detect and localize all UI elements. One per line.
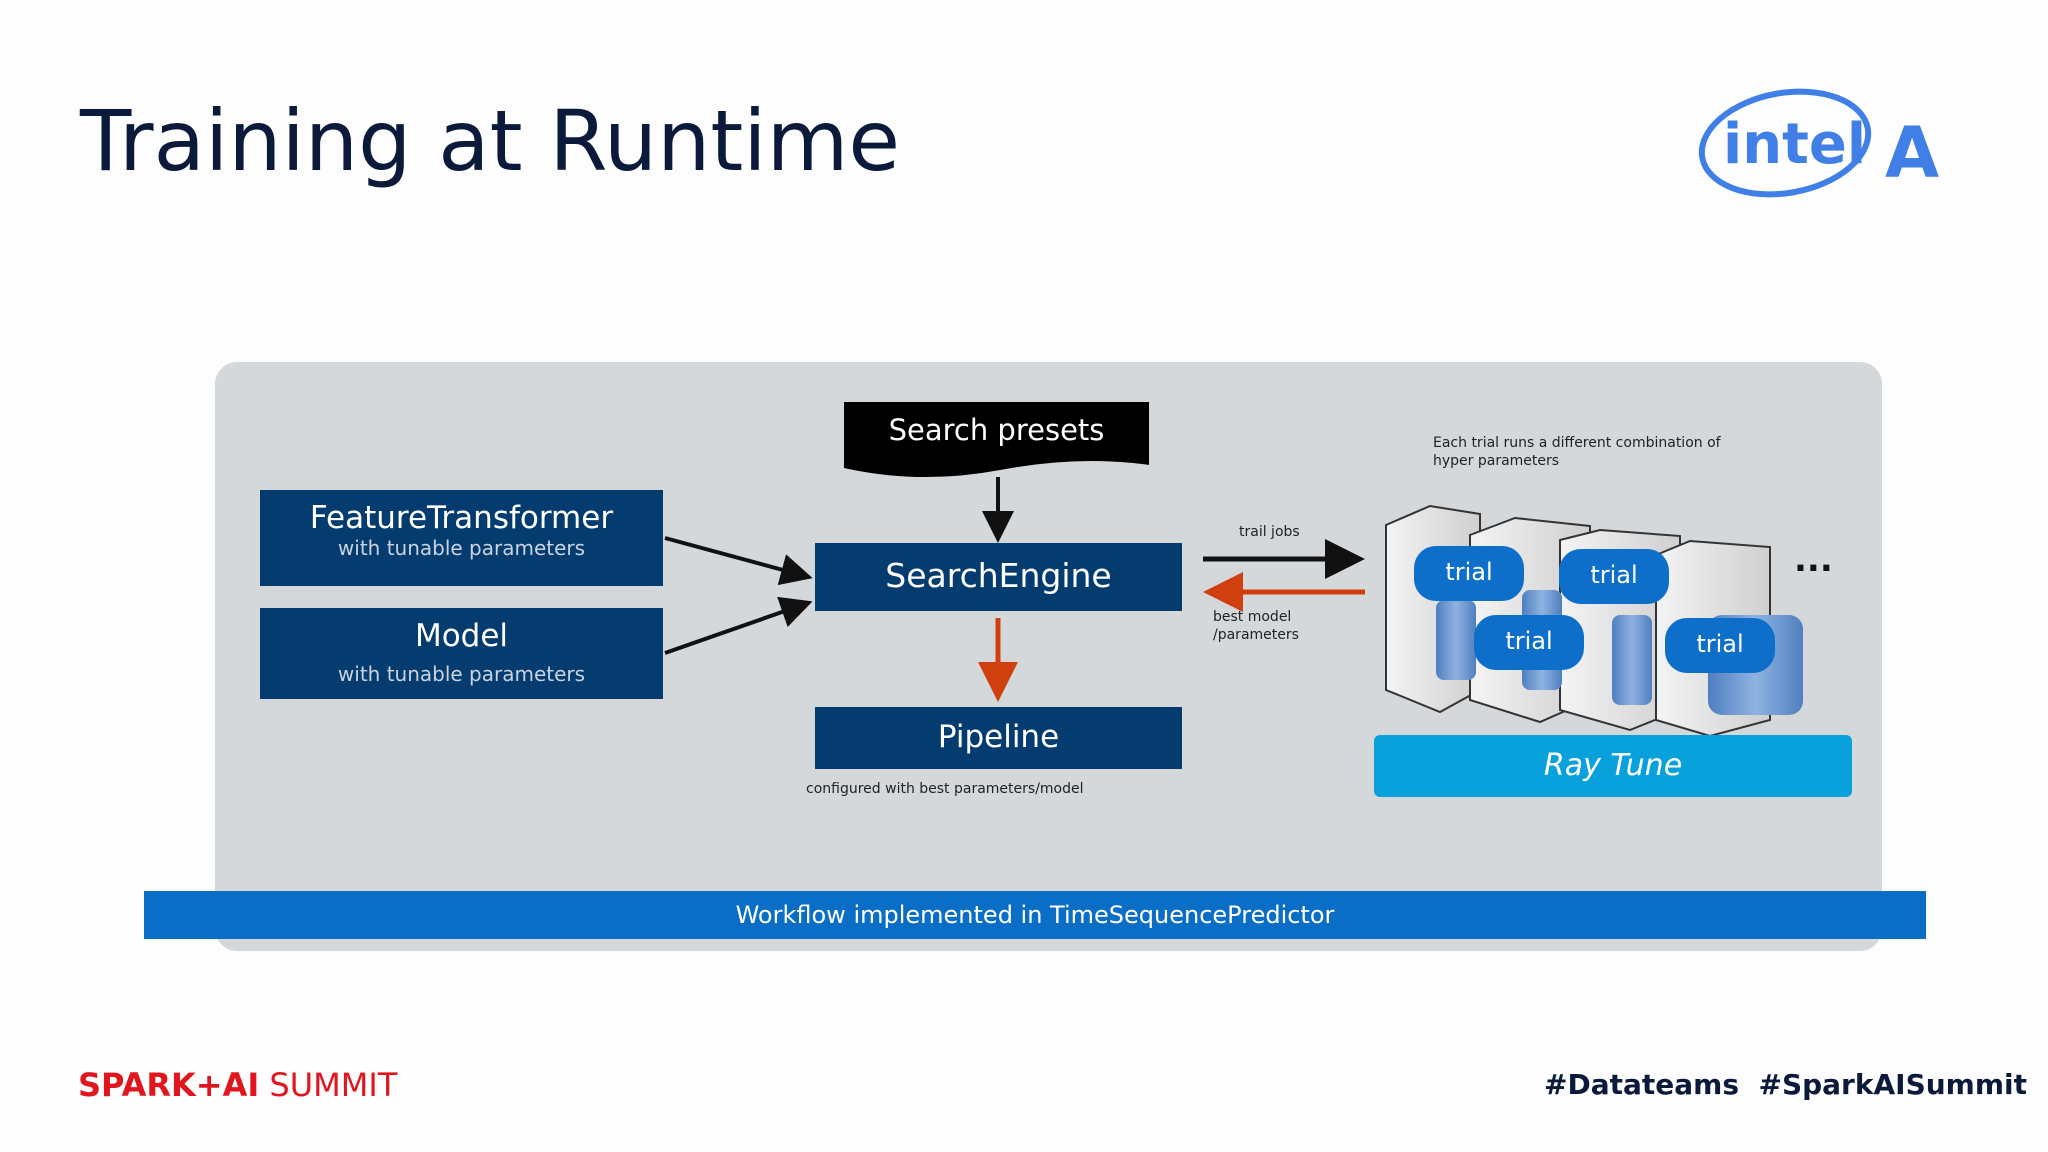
feature-transformer-subtitle: with tunable parameters <box>337 536 586 560</box>
workflow-bar: Workflow implemented in TimeSequencePred… <box>144 891 1926 939</box>
intel-ai-logo: intel AI <box>1695 85 1965 205</box>
logo-suffix: AI <box>1885 112 1945 194</box>
hashtags: #Datateams #SparkAISummit <box>1544 1068 2027 1101</box>
page-title: Training at Runtime <box>80 92 901 190</box>
pipeline-box: Pipeline <box>815 707 1182 769</box>
logo-text: intel <box>1723 112 1866 177</box>
trail-jobs-label: trail jobs <box>1239 524 1300 540</box>
trial-note-line1: Each trial runs a different combination … <box>1433 435 1721 451</box>
model-box: Model with tunable parameters <box>260 608 663 699</box>
model-subtitle: with tunable parameters <box>337 662 586 686</box>
trial-pill: trial <box>1474 615 1584 670</box>
trial-pill: trial <box>1559 549 1669 604</box>
spark-ai-summit-logo: SPARK+AI SUMMIT <box>78 1066 397 1104</box>
trial-pill: trial <box>1665 618 1775 673</box>
trial-pill: trial <box>1414 546 1524 601</box>
more-ellipsis: ... <box>1794 540 1833 580</box>
search-engine-box: SearchEngine <box>815 543 1182 611</box>
search-presets-label: Search presets <box>888 413 1105 447</box>
best-model-label: best model <box>1213 609 1292 625</box>
parameters-label: /parameters <box>1213 627 1299 643</box>
trial-note-line2: hyper parameters <box>1433 453 1560 469</box>
pipeline-caption: configured with best parameters/model <box>806 781 1084 797</box>
ray-tune-box: Ray Tune <box>1374 735 1852 797</box>
brand-light: SUMMIT <box>259 1066 398 1104</box>
model-title: Model <box>414 618 509 654</box>
feature-transformer-box: FeatureTransformer with tunable paramete… <box>260 490 663 586</box>
brand-bold: SPARK+AI <box>78 1066 260 1104</box>
feature-transformer-title: FeatureTransformer <box>309 500 614 536</box>
